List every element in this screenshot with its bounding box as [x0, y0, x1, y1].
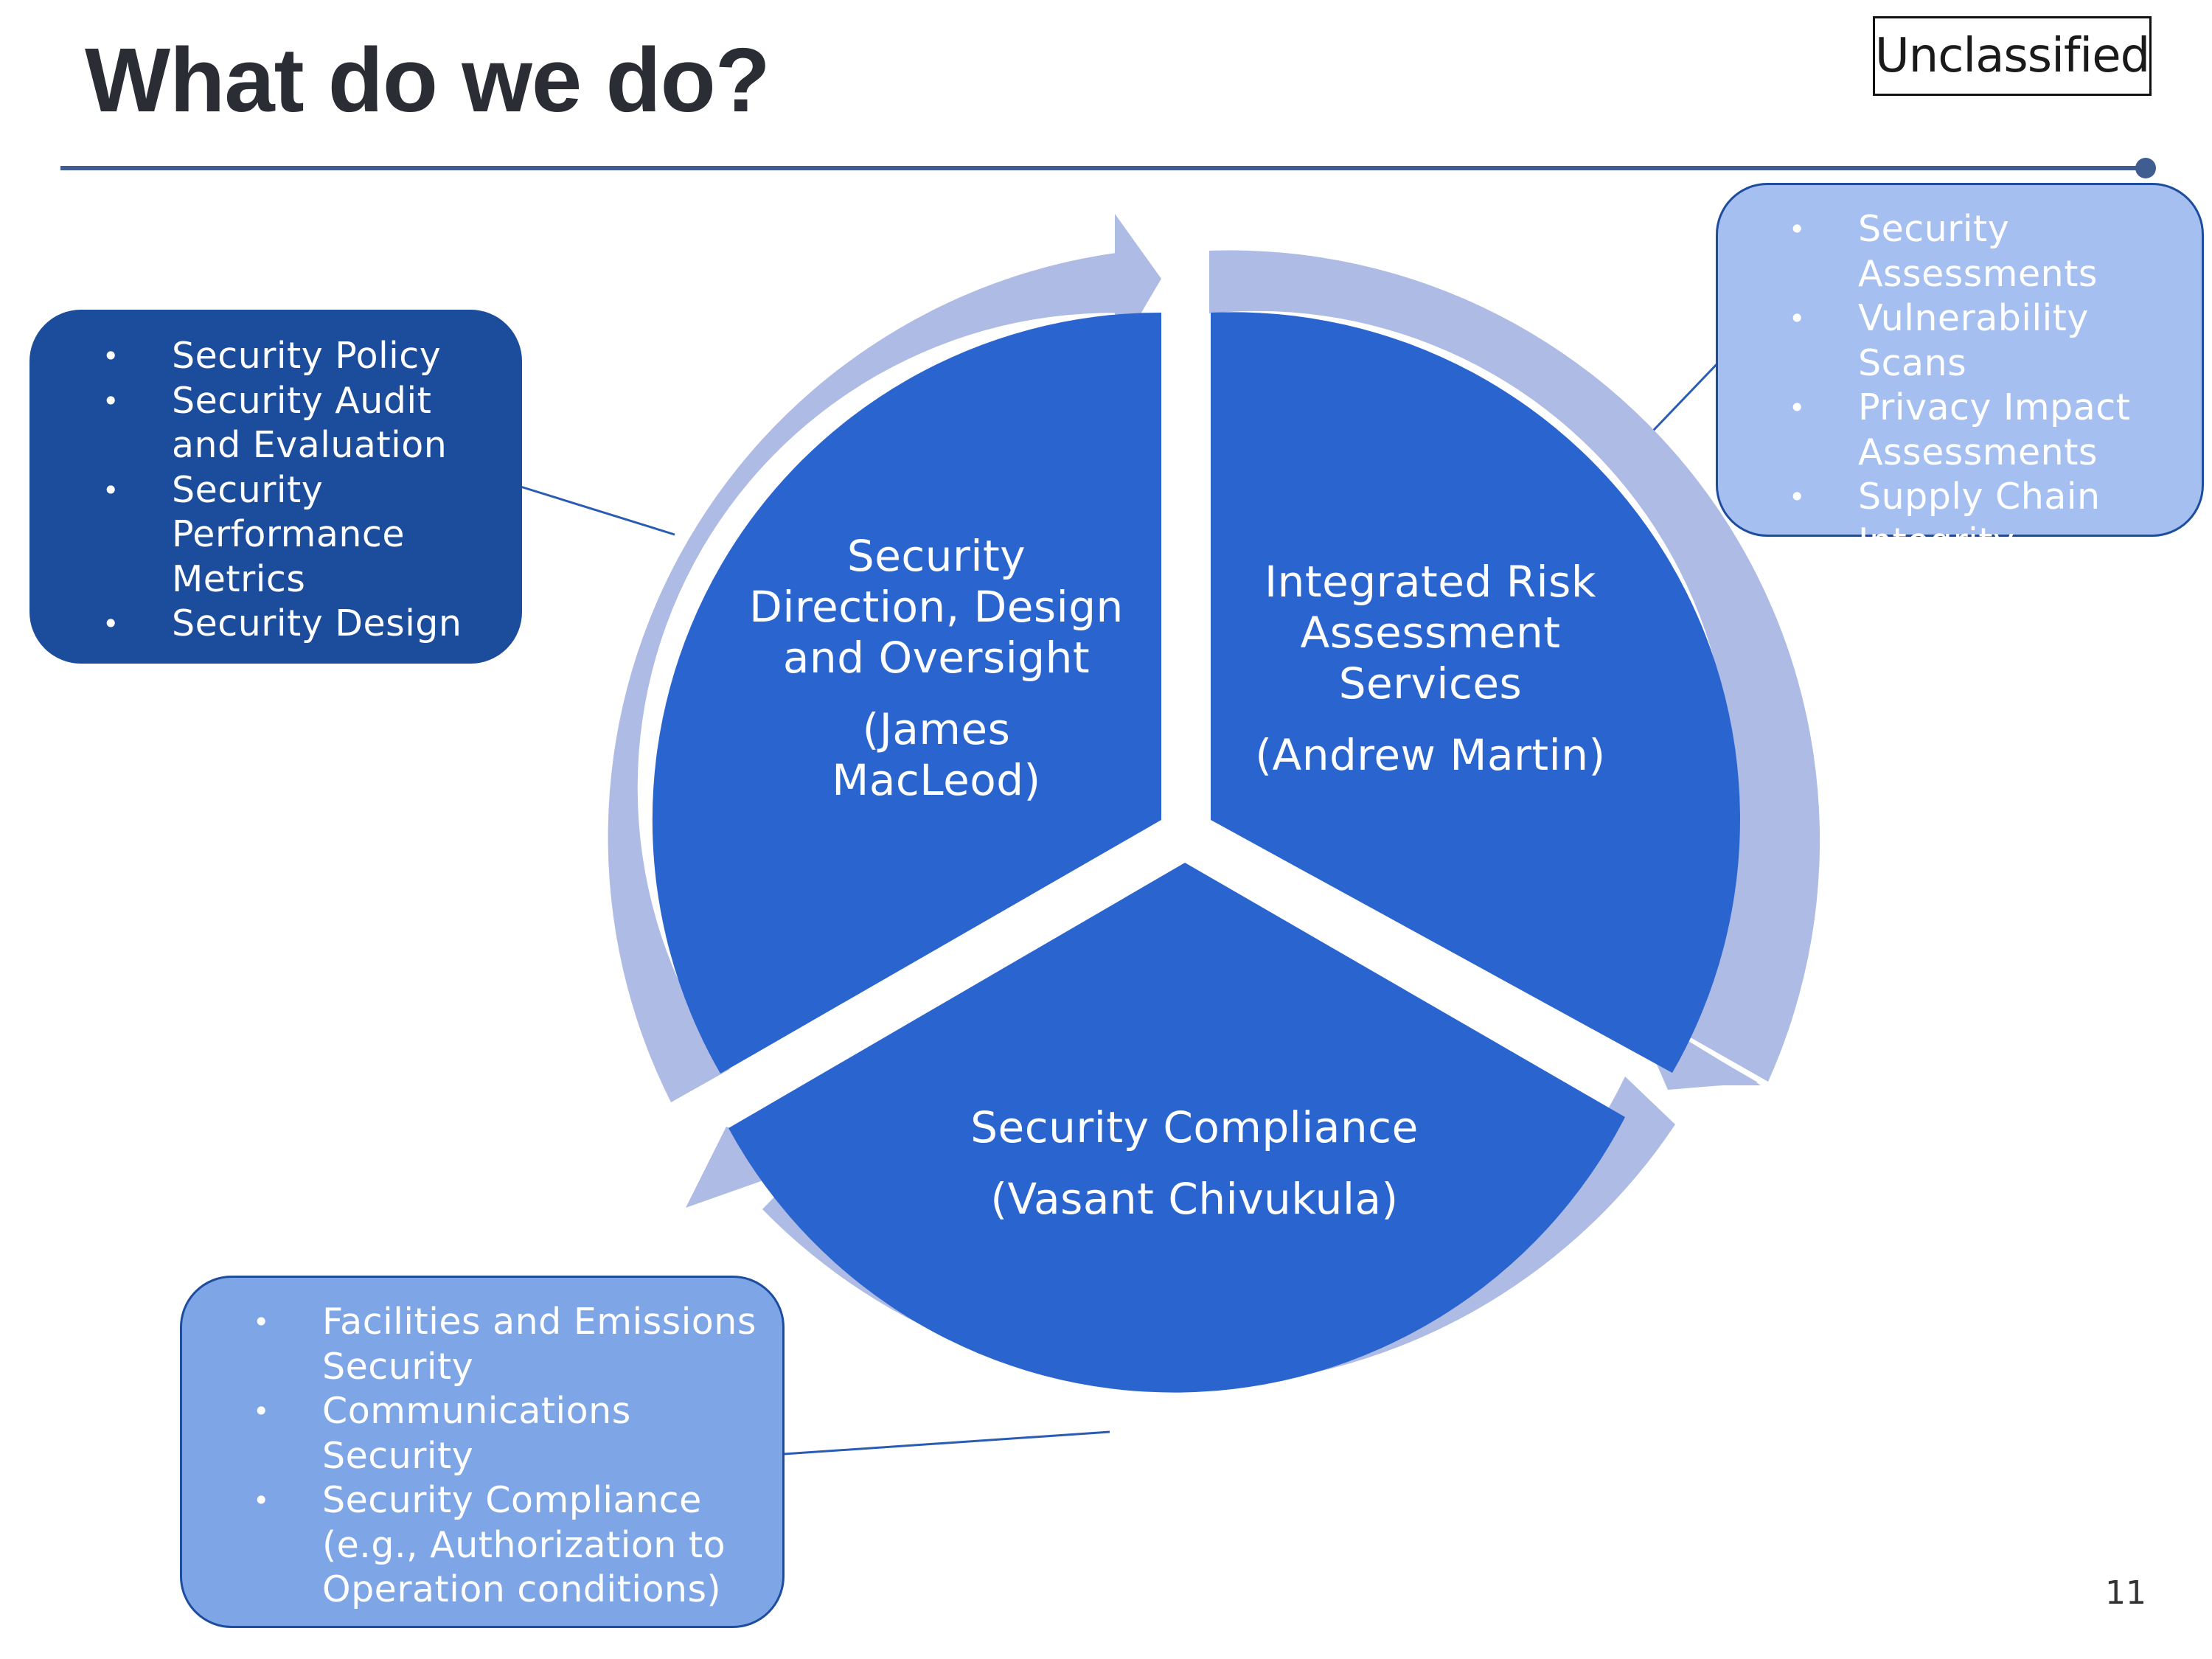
cycle-arrow-top-right	[1209, 250, 1820, 1082]
callout-item: Security Performance Metrics	[61, 468, 505, 602]
callout-list: Facilities and Emissions Security Commun…	[212, 1300, 768, 1613]
connector-left	[520, 485, 675, 536]
segment-lead: (Andrew Martin)	[1255, 730, 1606, 780]
callout-list: Security Assessments Vulnerability Scans…	[1747, 207, 2187, 564]
segment-title: Direction, Design	[749, 582, 1124, 632]
callout-risk-assessment: Security Assessments Vulnerability Scans…	[1716, 183, 2204, 563]
callout-item: Security Assessments	[1747, 207, 2187, 296]
callout-list: Security Policy Security Audit and Evalu…	[61, 334, 505, 647]
segment-title: Services	[1338, 658, 1523, 709]
classification-label: Unclassified	[1873, 16, 2152, 96]
callout-item: Vulnerability Scans	[1747, 296, 2187, 386]
segment-title: Security Compliance	[970, 1102, 1419, 1152]
segment-title: Security	[846, 531, 1026, 581]
wedge-compliance	[728, 863, 1625, 1393]
segment-lead: (James	[862, 704, 1011, 754]
segment-title: Integrated Risk	[1265, 557, 1596, 607]
header-rule-endpoint	[2135, 158, 2156, 178]
callout-direction-design: Security Policy Security Audit and Evalu…	[29, 310, 522, 664]
callout-item: Security Design	[61, 602, 505, 647]
callout-item: Communications Security	[212, 1389, 768, 1478]
segment-compliance: Security Compliance (Vasant Chivukula)	[900, 1102, 1489, 1225]
callout-item: Security Policy	[61, 334, 505, 379]
segment-lead: MacLeod)	[832, 755, 1041, 805]
segment-title: Assessment	[1300, 608, 1561, 658]
arrow-head-left	[686, 1127, 811, 1208]
segment-direction-design: Security Direction, Design and Oversight…	[723, 531, 1150, 806]
callout-item: Security Compliance (e.g., Authorization…	[212, 1478, 768, 1613]
callout-item: Supply Chain Integrity	[1747, 475, 2187, 564]
segment-title: and Oversight	[782, 633, 1091, 683]
wedge-direction-design	[652, 312, 1161, 1074]
slide-title: What do we do?	[85, 30, 771, 131]
segment-risk-assessment: Integrated Risk Assessment Services (And…	[1224, 557, 1637, 781]
page-number: 11	[2105, 1574, 2146, 1612]
callout-item: Facilities and Emissions Security	[212, 1300, 768, 1389]
wedge-risk-assessment	[1211, 312, 1740, 1074]
callout-compliance: Facilities and Emissions Security Commun…	[180, 1276, 785, 1628]
segment-lead: (Vasant Chivukula)	[990, 1174, 1399, 1224]
connector-bottom	[783, 1430, 1110, 1455]
callout-item: Privacy Impact Assessments	[1747, 386, 2187, 475]
cycle-arrow-left	[608, 251, 1134, 1102]
callout-item: Security Audit and Evaluation	[61, 379, 505, 468]
